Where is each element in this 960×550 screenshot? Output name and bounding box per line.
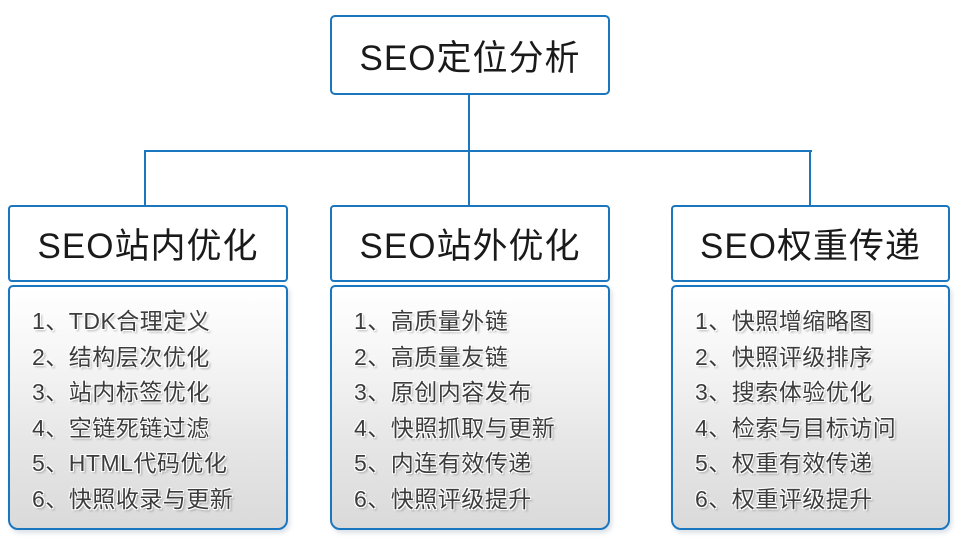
list-item: 1、快照增缩略图 [695,308,873,334]
list-item: 1、高质量外链 [354,308,509,334]
list-item: 5、权重有效传递 [695,450,873,476]
list-item: 1、TDK合理定义 [32,308,211,334]
list-item: 3、站内标签优化 [32,379,210,405]
list-item: 3、原创内容发布 [354,379,532,405]
branch-header-offsite: SEO站外优化 [330,205,610,282]
root-node: SEO定位分析 [330,15,610,95]
connector-right-drop [809,150,811,207]
list-item: 3、搜索体验优化 [695,379,873,405]
connector-left-drop [144,150,146,207]
list-item: 5、内连有效传递 [354,450,532,476]
list-item: 2、高质量友链 [354,343,509,370]
root-node-label: SEO定位分析 [359,38,581,78]
list-item: 2、快照评级排序 [695,343,873,370]
branch-header-offsite-label: SEO站外优化 [359,227,581,266]
branch-list-weight: 1、快照增缩略图 2、快照评级排序 3、搜索体验优化 4、检索与目标访问 5、权… [671,285,950,530]
list-item: 6、快照评级提升 [354,485,532,512]
branch-list-onsite: 1、TDK合理定义 2、结构层次优化 3、站内标签优化 4、空链死链过滤 5、H… [8,285,288,530]
branch-list-offsite: 1、高质量外链 2、高质量友链 3、原创内容发布 4、快照抓取与更新 5、内连有… [330,285,610,530]
connector-root-drop [468,95,470,152]
list-item: 4、空链死链过滤 [32,414,210,441]
branch-header-weight-label: SEO权重传递 [700,227,921,266]
list-item: 6、权重评级提升 [695,485,873,512]
list-item: 6、快照收录与更新 [32,485,234,512]
branch-header-onsite: SEO站内优化 [8,205,288,282]
branch-header-onsite-label: SEO站内优化 [37,227,259,266]
list-item: 4、检索与目标访问 [695,414,897,441]
branch-header-weight: SEO权重传递 [671,205,950,282]
list-item: 2、结构层次优化 [32,343,210,370]
connector-middle-drop [468,150,470,207]
list-item: 5、HTML代码优化 [32,450,228,476]
connector-horizontal [144,150,812,152]
list-item: 4、快照抓取与更新 [354,414,556,441]
